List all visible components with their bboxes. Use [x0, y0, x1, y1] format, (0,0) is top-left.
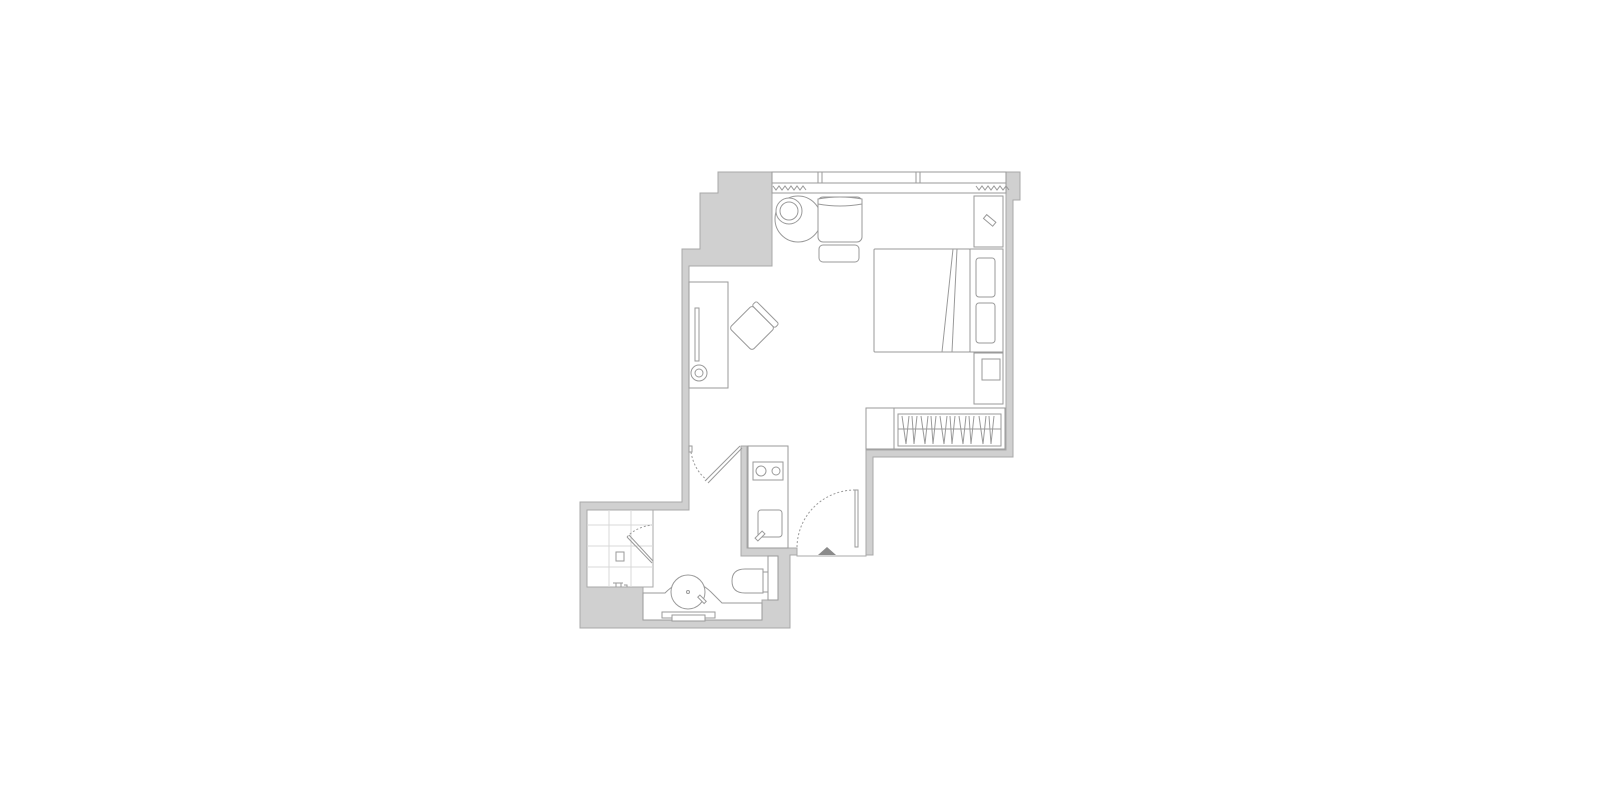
bathroom-window [767, 555, 779, 601]
toilet [731, 568, 769, 594]
wardrobe [865, 407, 1006, 450]
armchair [817, 196, 863, 243]
desk-chair [730, 301, 779, 350]
ottoman [818, 244, 860, 263]
nightstand-top [973, 195, 1004, 248]
pillow [975, 257, 996, 298]
entrance-arrow-icon [818, 547, 836, 555]
curtain-right [975, 185, 1010, 191]
kitchenette [747, 445, 789, 549]
side-table [774, 195, 822, 243]
nightstand-bottom [973, 352, 1004, 405]
pillow [975, 302, 996, 344]
bed [873, 248, 1004, 353]
curtain-left [772, 185, 807, 191]
window-band [771, 171, 1010, 194]
entrance-door [796, 489, 859, 549]
vanity [642, 574, 763, 622]
bathroom-door [688, 445, 743, 484]
shower [586, 509, 654, 588]
kitchen-tap [754, 530, 766, 542]
desk [688, 281, 729, 389]
basin-tap [697, 594, 707, 605]
shower-drain [615, 551, 625, 562]
hangers [901, 415, 995, 445]
kitchen-sink [757, 509, 783, 538]
